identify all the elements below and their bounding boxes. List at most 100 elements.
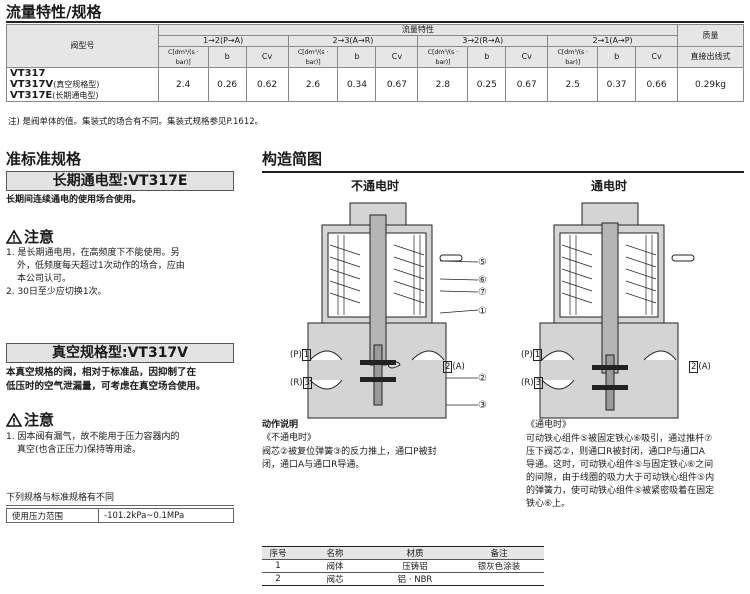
parts-cell: 2 [262, 572, 294, 586]
flow-section-title: 流量特性/规格 [6, 3, 744, 23]
on-line: 可动铁心组件⑤被固定铁心⑥吸引，通过推杆⑦ [526, 434, 713, 444]
model-name: VT317E(长期通电型) [10, 90, 99, 101]
model-name: VT317 [10, 68, 46, 79]
b-header: b [467, 46, 507, 68]
parts-row: 2 阀芯 铝 · NBR [262, 572, 544, 586]
on-line: 的间隙，由于线圈的吸力大于可动铁心组件⑤内 [526, 473, 715, 483]
callout-5: ⑤ [478, 257, 487, 268]
parts-cell: 阀芯 [294, 572, 376, 586]
cv-header: Cv [375, 46, 419, 68]
valve-diagram-off [307, 202, 479, 419]
diff-table: 使用压力范围 -101.2kPa~0.1MPa [6, 508, 234, 523]
operation-title: 动作说明 [262, 420, 299, 430]
mass-value: 0.29kg [677, 67, 744, 102]
callout-7: ⑦ [478, 287, 487, 298]
off-line: 闭，通口A与通口R导通。 [262, 460, 365, 470]
parts-cell: 压铸铝 [376, 559, 454, 573]
parts-cell: 阀体 [294, 559, 376, 573]
caution-line: 真空(也含正压力)保持等用途。 [17, 445, 142, 455]
on-line: 压下阀芯②，则通口R被封闭，通口P与通口A [526, 447, 705, 457]
parts-header: 备注 [454, 546, 544, 560]
vacuum-label: 真空规格型:VT317V [6, 343, 234, 363]
port-a-off: 2(A) [443, 361, 465, 373]
flow-value: 0.62 [245, 67, 289, 102]
structure-title: 构造简图 [262, 150, 323, 168]
caution-list-1: 1. 是长期通电用，在高频度下不能使用。另 外，低频度每天超过1次动作的场合，应… [6, 247, 236, 299]
c-header: C[dm³/(s · bar)] [417, 46, 469, 68]
parts-header-row: 序号 名称 材质 备注 [262, 546, 544, 560]
port-r-on: (R)3 [521, 377, 543, 389]
flow-value: 2.6 [287, 67, 339, 102]
parts-row: 1 阀体 压铸铝 银灰色涂装 [262, 559, 544, 573]
warning-icon [6, 413, 22, 427]
vacuum-desc: 本真空规格的阀，相对于标准品，因抑制了在 低压时的空气泄漏量，可考虑在真空场合使… [6, 366, 246, 394]
off-text: 阀芯②被复位弹簧③的反力推上，通口P被封 闭，通口A与通口R导通。 [262, 446, 502, 472]
on-text: 可动铁心组件⑤被固定铁心⑥吸引，通过推杆⑦ 压下阀芯②，则通口R被封闭，通口P与… [526, 433, 746, 511]
warning-icon [6, 230, 22, 244]
b-header: b [207, 46, 247, 68]
mass-header: 质量 [677, 24, 744, 47]
off-line: 阀芯②被复位弹簧③的反力推上，通口P被封 [262, 447, 437, 457]
flow-value: 0.26 [207, 67, 247, 102]
parts-cell: 1 [262, 559, 294, 573]
on-title: 《通电时》 [526, 420, 572, 430]
caution-heading-2: 注意 [6, 411, 54, 429]
path-header: 2→3(A→R) [287, 35, 419, 47]
longterm-label: 长期通电型:VT317E [6, 171, 234, 191]
caution-line: 1. 因本阀有漏气，故不能用于压力容器内的 [6, 432, 180, 442]
semi-standard-title: 准标准规格 [6, 150, 82, 168]
valve-diagram-on [539, 202, 695, 419]
parts-table: 序号 名称 材质 备注 1 阀体 压铸铝 银灰色涂装 2 阀芯 铝 · NBR [262, 546, 544, 586]
flow-value: 2.8 [417, 67, 469, 102]
flow-value: 2.5 [547, 67, 599, 102]
b-header: b [337, 46, 377, 68]
diff-value: -101.2kPa~0.1MPa [98, 508, 234, 523]
callout-3: ③ [478, 400, 487, 411]
structure-rule [262, 171, 744, 173]
path-header: 3→2(R→A) [417, 35, 549, 47]
flow-table: 阀型号 流量特性 质量 1→2(P→A) 2→3(A→R) 3→2(R→A) 2… [6, 24, 744, 102]
parts-cell: 铝 · NBR [376, 572, 454, 586]
on-line: 的弹簧力，使可动铁心组件⑤被紧密吸着在固定 [526, 486, 715, 496]
cv-header: Cv [505, 46, 549, 68]
label-off: 不通电时 [351, 179, 400, 193]
caution-title: 注意 [24, 411, 55, 429]
label-on: 通电时 [591, 179, 628, 193]
model-header: 阀型号 [6, 24, 159, 68]
diff-row: 使用压力范围 -101.2kPa~0.1MPa [6, 508, 234, 523]
diff-title: 下列规格与标准规格有不同 [6, 492, 234, 506]
callout-1: ① [478, 306, 487, 317]
caution-line: 1. 是长期通电用，在高频度下不能使用。另 [6, 248, 180, 258]
flow-value: 0.66 [635, 67, 679, 102]
parts-header: 序号 [262, 546, 294, 560]
diff-label: 使用压力范围 [6, 508, 99, 523]
c-header: C[dm³/(s · bar)] [157, 46, 209, 68]
flow-header: 流量特性 [157, 24, 679, 36]
path-header: 1→2(P→A) [157, 35, 289, 47]
flow-header-row: 阀型号 流量特性 质量 [6, 24, 744, 68]
longterm-desc: 长期间连续通电的使用场合使用。 [6, 195, 142, 205]
parts-header: 名称 [294, 546, 376, 560]
c-header: C[dm³/(s · bar)] [547, 46, 599, 68]
cv-header: Cv [245, 46, 289, 68]
vacuum-line: 本真空规格的阀，相对于标准品，因抑制了在 [6, 367, 197, 378]
parts-cell [454, 572, 544, 586]
mass-sub-header: 直接出线式 [677, 46, 744, 68]
flow-value: 0.37 [597, 67, 637, 102]
b-header: b [597, 46, 637, 68]
flow-data-row: VT317 VT317V(真空规格型) VT317E(长期通电型) 2.4 0.… [6, 67, 744, 102]
flow-sub-row: C[dm³/(s · bar)] b Cv C[dm³/(s · bar)] b… [6, 46, 744, 68]
caution-line: 外，低频度每天超过1次动作的场合，应由 [17, 261, 185, 271]
parts-header: 材质 [376, 546, 454, 560]
on-line: 铁心⑥上。 [526, 499, 571, 509]
model-name: VT317V(真空规格型) [10, 79, 100, 90]
parts-cell: 银灰色涂装 [454, 559, 544, 573]
model-cell: VT317 VT317V(真空规格型) VT317E(长期通电型) [6, 67, 159, 102]
caution-title: 注意 [24, 228, 55, 246]
path-header: 2→1(A→P) [547, 35, 679, 47]
on-line: 导通。这时，可动铁心组件⑤与固定铁心⑥之间 [526, 460, 714, 470]
port-a-on: 2(A) [689, 361, 711, 373]
flow-value: 0.67 [375, 67, 419, 102]
callout-6: ⑥ [478, 275, 487, 286]
flow-value: 0.67 [505, 67, 549, 102]
